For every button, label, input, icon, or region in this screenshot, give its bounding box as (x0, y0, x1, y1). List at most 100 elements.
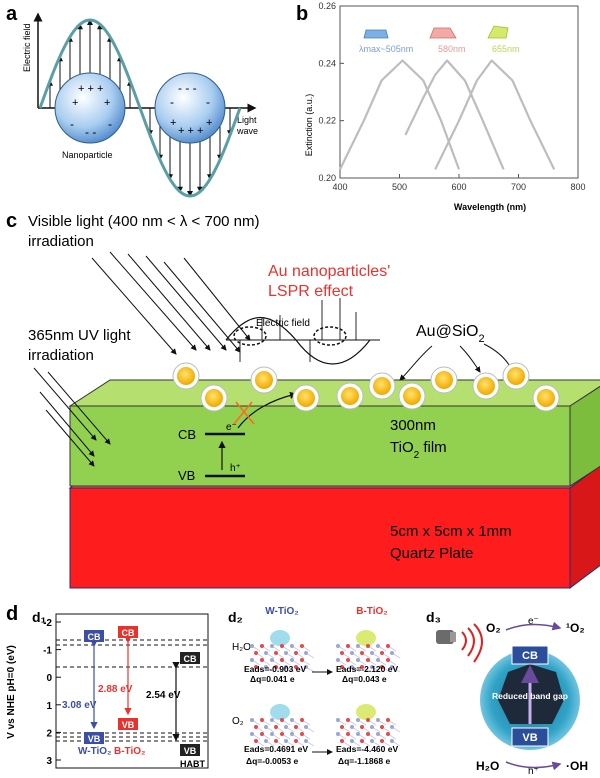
y-tick-label: 0.24 (318, 58, 336, 68)
d2-h2o-label: H₂O (232, 642, 251, 653)
lattice-atom (336, 658, 340, 662)
series-line-655 (434, 59, 556, 170)
lattice-atom (264, 665, 268, 669)
b-h2o-charge: Δq=0.043 e (342, 674, 387, 684)
lattice-atom (360, 665, 364, 669)
lattice-atom (264, 651, 268, 655)
charge-density-icon (356, 630, 376, 646)
wave-label: wave (236, 126, 258, 136)
d3-label: d₃ (426, 609, 441, 625)
au-core (177, 367, 195, 385)
lattice-atom (350, 725, 354, 729)
w-o2-charge: Δq=-0.0053 e (246, 756, 298, 766)
w-gap-label: 3.08 eV (62, 700, 97, 711)
lattice-atom (290, 718, 294, 722)
lattice-atom (350, 739, 354, 743)
lattice-atom (336, 732, 340, 736)
x-tick-label: 700 (511, 182, 526, 192)
lattice-atom (376, 732, 380, 736)
charge-minus: - (170, 95, 174, 109)
lattice-atom (250, 644, 254, 648)
light-sine-wave (38, 18, 242, 198)
au-core (435, 371, 453, 389)
lattice-atom (366, 718, 370, 722)
lattice-atom (274, 725, 278, 729)
svg-text:CB: CB (184, 654, 197, 664)
w-name-label: W-TiO₂ (78, 746, 112, 757)
lattice-atom (294, 665, 298, 669)
charge-density-icon (356, 704, 376, 720)
lattice-atom (370, 725, 374, 729)
lattice-atom (356, 644, 360, 648)
lattice-atom (300, 732, 304, 736)
lattice-atom (346, 644, 350, 648)
lattice-atom (260, 644, 264, 648)
x-tick-label: 500 (392, 182, 407, 192)
charge-plus: + (104, 97, 110, 109)
blocked-cross-icon (235, 401, 255, 425)
charge-plus: + (170, 117, 176, 129)
panel-a: a Electric field Light wave + + + + + - … (6, 3, 258, 198)
lattice-atom (356, 718, 360, 722)
charge-minus: - (206, 95, 210, 109)
au-core (373, 377, 391, 395)
legend-505: λmax~505nm (359, 44, 413, 54)
d1-y-tick-label: -1 (43, 646, 52, 657)
light-label: Light (237, 115, 257, 125)
lattice-atom (290, 644, 294, 648)
lattice-atom (274, 665, 278, 669)
d1-y-tick-label: 2 (46, 728, 52, 739)
w-h2o-charge: Δq=0.041 e (250, 674, 295, 684)
d1-y-tick-label: 0 (46, 673, 52, 684)
lattice-atom (260, 732, 264, 736)
au-core (507, 367, 525, 385)
svg-text:VB: VB (88, 734, 101, 744)
lattice-atom (376, 658, 380, 662)
b-gap-label: 2.88 eV (98, 684, 133, 695)
lattice-atom (346, 732, 350, 736)
x-tick-label: 400 (332, 182, 347, 192)
w-h2o-energy: Eads=-0.903 eV (244, 664, 306, 674)
legend-655: 655nm (492, 44, 520, 54)
charge-minus: - (70, 117, 74, 131)
electron-transfer-arrow (237, 391, 298, 429)
crystal-structures (250, 630, 401, 747)
svg-text:VB: VB (522, 732, 537, 744)
d1-y-tick-label: 1 (46, 701, 52, 712)
lattice-atom (270, 658, 274, 662)
charge-minus: - (108, 117, 112, 131)
lattice-atom (284, 665, 288, 669)
film-vb-label: VB (178, 468, 195, 483)
d3-reduction-arrow (505, 621, 562, 631)
lattice-atom (300, 718, 304, 722)
light-wave-icon (461, 631, 467, 651)
w-o2-energy: Eads=0.4691 eV (244, 744, 308, 754)
lattice-atom (304, 739, 308, 743)
lspr-wave (225, 298, 380, 365)
svg-text:CB: CB (88, 632, 101, 642)
tio2-film-front (69, 405, 571, 487)
lattice-atom (380, 651, 384, 655)
nanoparticle-label: Nanoparticle (62, 150, 113, 160)
lattice-atom (284, 725, 288, 729)
lattice-atom (264, 725, 268, 729)
b-name-label: B-TiO₂ (114, 746, 145, 757)
visible-light-label: Visible light (400 nm < λ < 700 nm) (28, 213, 260, 230)
lattice-atom (290, 732, 294, 736)
lattice-atom (250, 718, 254, 722)
plate-size-label: 5cm x 5cm x 1mm (390, 523, 512, 540)
d2-o2-label: O₂ (232, 716, 244, 727)
charge-density-icon (270, 630, 290, 646)
lattice-atom (304, 725, 308, 729)
lattice-atom (284, 739, 288, 743)
lattice-atom (366, 732, 370, 736)
uv-irradiation-label: irradiation (28, 347, 94, 364)
lattice-atom (254, 651, 258, 655)
lattice-atom (390, 651, 394, 655)
lattice-atom (386, 732, 390, 736)
lattice-atom (376, 718, 380, 722)
lattice-atom (340, 651, 344, 655)
d3-oxidation-arrow (505, 761, 562, 771)
d2-w-title: W-TiO₂ (265, 606, 299, 617)
